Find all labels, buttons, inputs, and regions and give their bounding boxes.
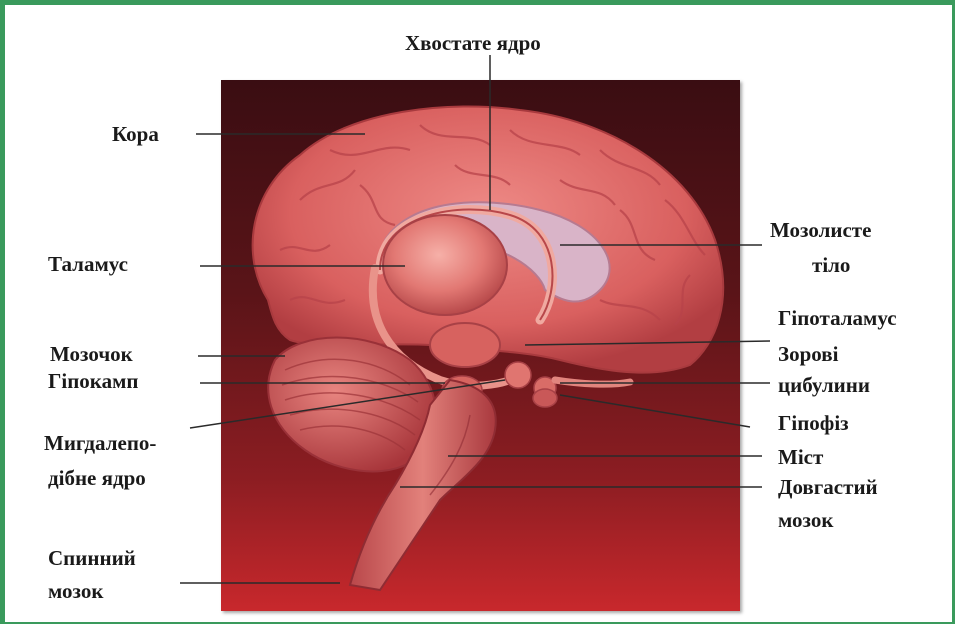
label-amygdala-line1: Мигдалепо- xyxy=(44,430,156,457)
label-spinal-cord-line2: мозок xyxy=(48,578,103,605)
label-optic-bulbs-line2: цибулини xyxy=(778,372,870,399)
pituitary-shape xyxy=(533,389,557,407)
label-pituitary: Гіпофіз xyxy=(778,410,849,437)
thalamus-shape xyxy=(383,215,507,315)
label-optic-bulbs-line1: Зорові xyxy=(778,341,838,368)
label-hippocampus: Гіпокамп xyxy=(48,368,138,395)
label-corpus-callosum-line2: тіло xyxy=(812,252,850,279)
label-corpus-callosum-line1: Мозолисте xyxy=(770,217,871,244)
label-caudate-nucleus: Хвостате ядро xyxy=(405,30,541,57)
cerebellum-shape xyxy=(268,338,436,472)
label-cortex: Кора xyxy=(112,121,159,148)
label-spinal-cord-line1: Спинний xyxy=(48,545,136,572)
label-medulla-line1: Довгастий xyxy=(778,474,878,501)
label-pons: Міст xyxy=(778,444,823,471)
label-thalamus: Таламус xyxy=(48,251,128,278)
label-medulla-line2: мозок xyxy=(778,507,833,534)
label-cerebellum: Мозочок xyxy=(50,341,133,368)
label-amygdala-line2: дібне ядро xyxy=(48,465,146,492)
label-hypothalamus: Гіпоталамус xyxy=(778,305,897,332)
